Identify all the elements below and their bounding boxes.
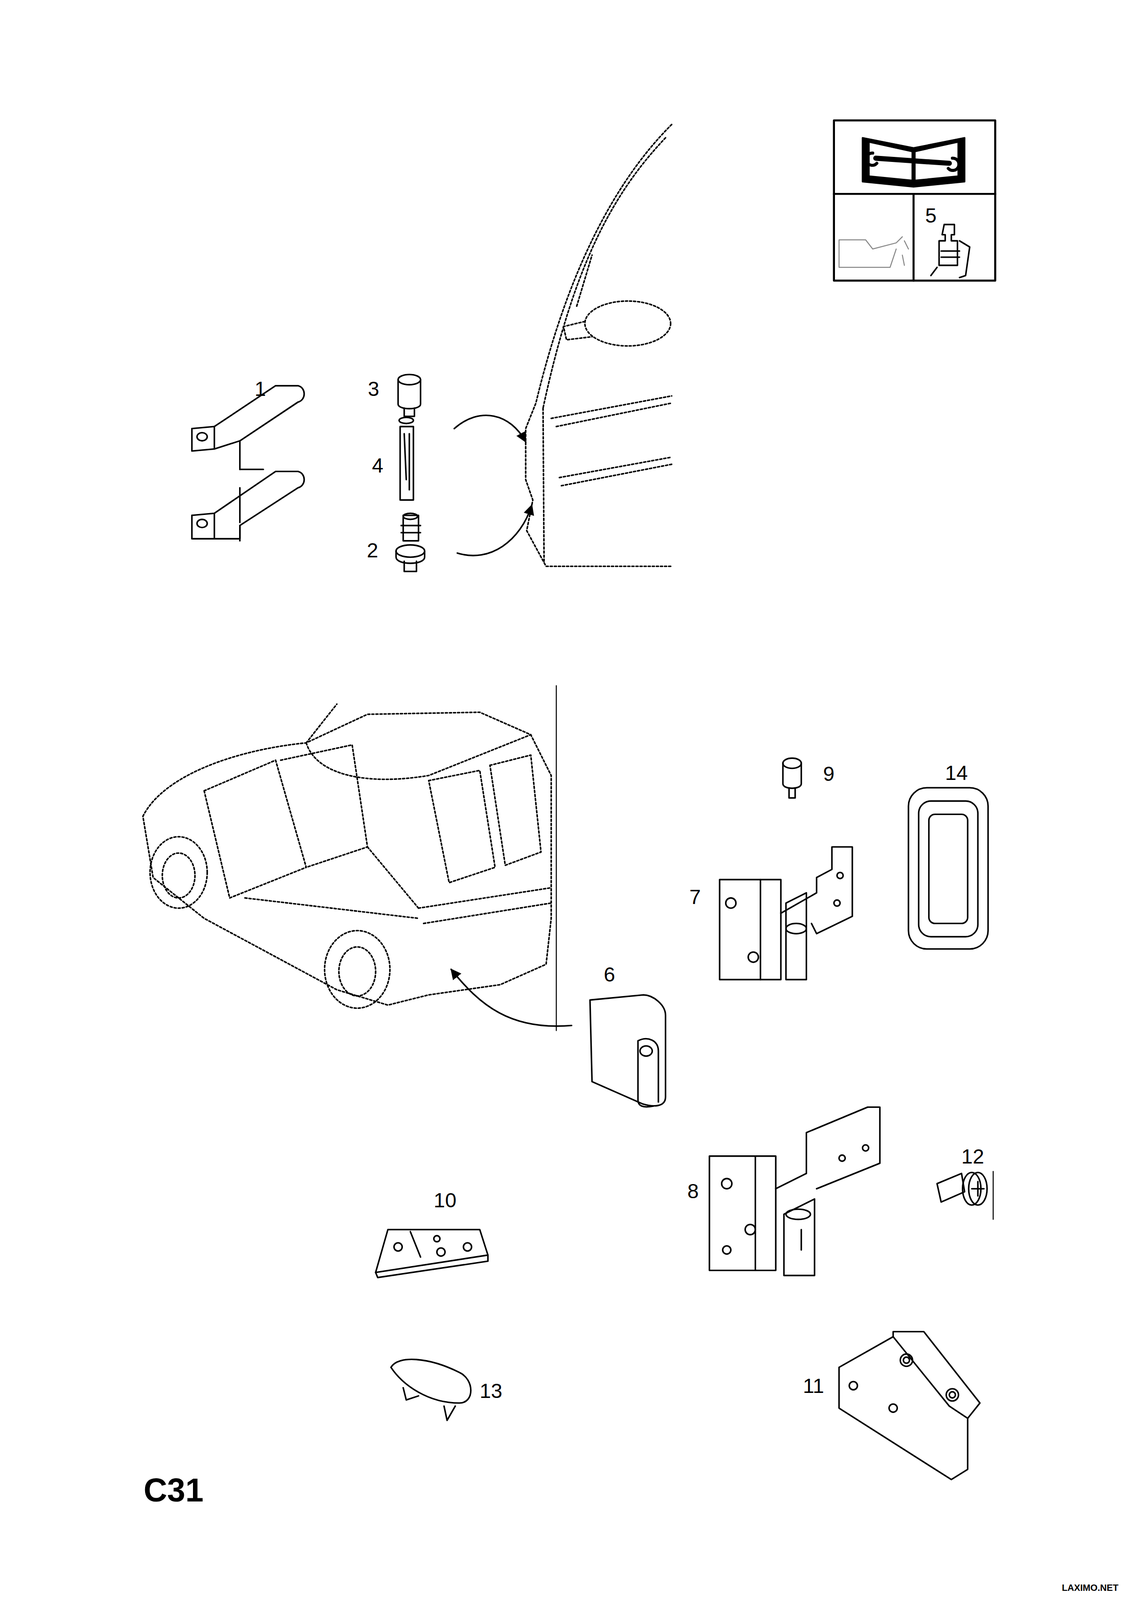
bolt [937,1171,994,1220]
grommet [908,787,988,950]
callout-number: 3 [367,378,380,400]
door-hinge [192,386,305,542]
page-code: C31 [143,1475,204,1508]
front-door [525,124,672,567]
rear-hinge [589,995,666,1106]
callout-number: 13 [479,1381,503,1402]
callout-number: 11 [803,1376,825,1397]
watermark: LAXIMO.NET [1061,1583,1119,1593]
callout-number: 14 [944,762,968,783]
callout-number: 12 [961,1146,985,1167]
upper-hinge [719,847,853,981]
hinge-plate [375,1230,488,1279]
lower-hinge [709,1107,881,1276]
cover-cap [391,1359,471,1421]
callout-number: 2 [366,539,379,561]
callout-number: 7 [689,886,701,908]
callout-number: 1 [254,378,267,400]
callout-number: 9 [823,763,835,784]
van-outline [142,704,552,1009]
callout-number: 6 [603,964,616,986]
mounting-bracket [839,1332,981,1481]
manual-icon [834,120,996,281]
hinge-pin-parts [396,374,425,572]
callout-number: 4 [371,455,384,476]
callout-number: 8 [687,1180,700,1202]
callout-number: 10 [433,1190,457,1211]
callout-number: 5 [925,205,937,226]
